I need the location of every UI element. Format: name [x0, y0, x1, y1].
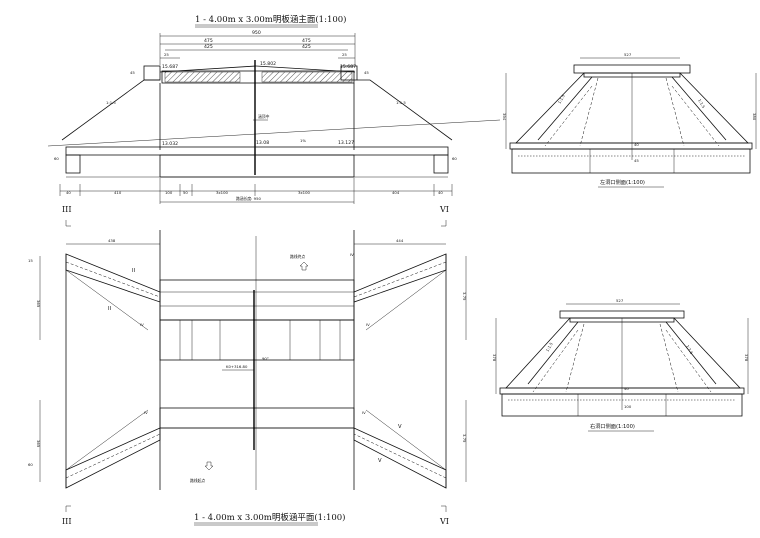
elev-top-right: 15.687: [340, 64, 356, 70]
plan-small-1: 15: [28, 258, 33, 263]
dim-half-right-1: 475: [302, 38, 311, 44]
rs-mid-2: 100: [624, 404, 632, 409]
sec-iv-lower-left: IV: [144, 410, 148, 415]
rs-right-v: 378: [744, 354, 749, 362]
ls-slope-r: 1:1.5: [697, 98, 706, 109]
sec-iii-top: III: [62, 205, 71, 214]
plan-small-2: 60: [28, 462, 33, 467]
dim-overall: 950: [252, 30, 261, 36]
plan-title: 1 - 4.00m x 3.00m明板涵平面(1:100): [194, 512, 345, 523]
plan-view: III VI 438 444 II II IV IV IV: [28, 205, 467, 526]
ls-mid-1: 40: [634, 142, 639, 147]
plan-right-top-v: 3.75: [462, 292, 467, 301]
dim-bot-6: 3x100: [298, 190, 310, 195]
sec-ii-b: II: [108, 306, 112, 312]
rs-top-dim: 527: [616, 298, 624, 303]
side-dim-r2: 60: [452, 156, 457, 161]
side-dim-l2: 60: [54, 156, 59, 161]
elev-bed-mid: 13.08: [256, 140, 269, 146]
dim-cap-right: 25: [342, 52, 347, 57]
slope-right: 1:1.5: [396, 100, 406, 105]
ls-mid-2: 45: [634, 158, 639, 163]
elev-top-mid: 15.802: [260, 61, 276, 67]
flow-label: 1%: [300, 138, 306, 143]
dim-half-left-1: 475: [204, 38, 213, 44]
left-side-view: 527 1:1.5 1:1.5 40 45 394 380 左洞口侧面(1:10…: [502, 52, 757, 188]
ls-right-v: 380: [752, 113, 757, 121]
rs-slope-l: 1:1.5: [545, 341, 554, 352]
elev-bed-right: 13.127: [338, 140, 354, 146]
dim-bot-2: 410: [114, 190, 122, 195]
dim-bot-3: 100: [165, 190, 173, 195]
rs-slope-r: 1:1.5: [685, 344, 694, 355]
centerline-label: 涵顶中: [258, 114, 270, 119]
sec-v-b: V: [378, 458, 382, 464]
dim-half-left-2: 425: [204, 44, 213, 50]
angle-label: 90°: [262, 356, 269, 361]
dim-half-right-2: 425: [302, 44, 311, 50]
right-side-view: 527 1:1.5 1:1.5 40 100 378 378 右洞口侧面(1:1…: [492, 298, 749, 432]
plan-right-bot-v: 3.75: [462, 434, 467, 443]
dim-cap-left: 25: [164, 52, 169, 57]
sec-v-right: V: [398, 424, 402, 430]
dim-bot-4: 50: [183, 190, 188, 195]
sec-iii-bot: III: [62, 517, 71, 526]
route-start-label: 路线起点: [190, 478, 205, 483]
sec-vi-bot: VI: [439, 517, 449, 526]
dim-bot-1: 40: [66, 190, 71, 195]
dim-bot-7: 404: [392, 190, 400, 195]
sec-vi-top: VI: [439, 205, 449, 214]
side-dim-r1: 45: [364, 70, 369, 75]
right-side-title: 右洞口侧面(1:100): [590, 422, 635, 430]
slope-left: 1:1.5: [106, 100, 116, 105]
side-dim-l1: 45: [130, 70, 135, 75]
route-end-label: 路线终点: [290, 254, 305, 259]
dim-bot-8: 40: [438, 190, 443, 195]
ls-left-v: 394: [502, 113, 507, 121]
plan-top-right-dim: 444: [396, 238, 404, 243]
ls-top-dim: 527: [624, 52, 632, 57]
sec-ii: II: [132, 268, 136, 274]
dim-total: 路涵长度: 950: [236, 196, 262, 201]
sec-iv-mid-right: IV: [366, 322, 370, 327]
left-side-title: 左洞口侧面(1:100): [600, 178, 645, 186]
plan-left-bot-v: 365: [36, 440, 41, 448]
rs-mid-1: 40: [624, 386, 629, 391]
sec-iv-mid-left: IV: [140, 322, 144, 327]
elevation-view: 1 - 4.00m x 3.00m明板涵主面(1:100) 950 475 47…: [47, 14, 501, 204]
plan-top-left-dim: 438: [108, 238, 116, 243]
rs-left-v: 378: [492, 354, 497, 362]
sec-iv-lower-right: IV: [362, 410, 366, 415]
elev-top-left: 15.687: [162, 64, 178, 70]
elev-bed-left: 13.032: [162, 141, 178, 147]
ls-slope-l: 1:1.5: [557, 93, 566, 104]
sec-iv-top: IV: [350, 252, 354, 257]
elevation-title: 1 - 4.00m x 3.00m明板涵主面(1:100): [195, 14, 346, 25]
station-label: K0+316.80: [226, 364, 248, 369]
dim-bot-5: 3x100: [216, 190, 228, 195]
plan-left-top-v: 365: [36, 300, 41, 308]
